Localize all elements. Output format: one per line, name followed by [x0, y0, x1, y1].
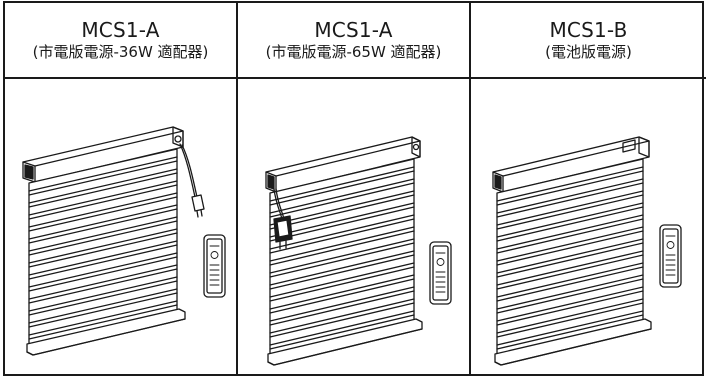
- power-label: (電池版電源): [545, 43, 632, 61]
- product-table: MCS1-A (市電版電源-36W 適配器) MCS1-A (市電版電源-65W…: [3, 1, 706, 376]
- power-label: (市電版電源-65W 適配器): [265, 43, 442, 61]
- blind-with-wall-adapter-icon: [265, 136, 452, 366]
- power-label: (市電版電源-36W 適配器): [32, 43, 209, 61]
- blind-with-plug-adapter-icon: [22, 126, 226, 356]
- blind-battery-icon: [492, 136, 682, 366]
- model-label: MCS1-B: [549, 18, 628, 42]
- illustration-cell-1: [5, 79, 238, 374]
- header-cell-1: MCS1-A (市電版電源-36W 適配器): [5, 3, 238, 79]
- illustration-cell-2: [238, 79, 471, 374]
- model-label: MCS1-A: [314, 18, 393, 42]
- header-cell-2: MCS1-A (市電版電源-65W 適配器): [238, 3, 471, 79]
- illustration-cell-3: [471, 79, 706, 374]
- model-label: MCS1-A: [81, 18, 160, 42]
- header-cell-3: MCS1-B (電池版電源): [471, 3, 706, 79]
